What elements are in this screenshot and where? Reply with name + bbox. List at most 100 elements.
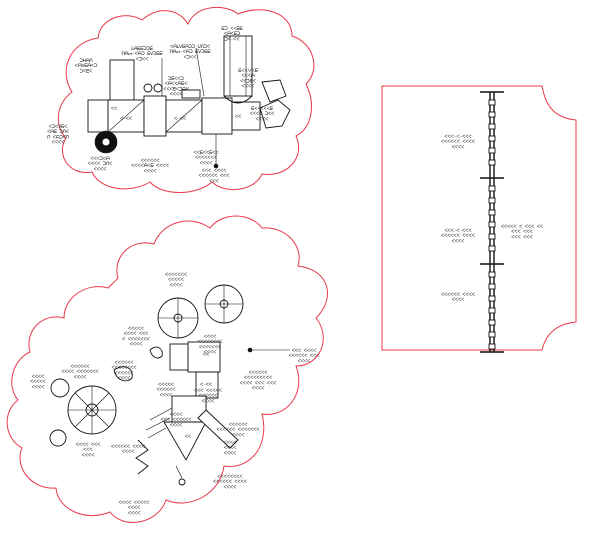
component-label-line: ᐸᐸᐸᐸᐸᐸ	[115, 361, 134, 366]
component-label-line: ᐸᐸᐸᐸ	[160, 393, 173, 398]
component-label-line: ᐸᐸᐸᐸᐸᐸᐸ	[199, 345, 221, 350]
component-label-line: ᐸᐸᐸᐸ	[452, 298, 465, 303]
component-label-line: ᐸᐸᐸᐸ	[130, 343, 143, 348]
component-label-line: ᐸᐸᐸᐸᐸᐸ ᐸᐸᐸᐸ	[441, 293, 475, 298]
component-label-line: ᐸᐸᑐᗴᐸ	[240, 78, 256, 84]
component-label-line: ᑐᕼᗩᑎ	[79, 58, 92, 64]
component-label-line: ᐸᐸᐸ-ᐸ-ᐸᐸᐸ	[444, 135, 471, 140]
component-label-line: ᐸᐸᐸᐸ	[94, 167, 107, 172]
court-bay-mark	[488, 123, 496, 130]
component-label-line: ᐸᐸᐸᐸ	[32, 375, 45, 380]
component-label-line: ᑎ ᐸᗩᑐᐸᑎ	[47, 134, 69, 140]
court-bay-mark	[488, 343, 496, 350]
component-label-line: ᐸᗩᐸᐸᗩᗴᐸ	[165, 81, 188, 87]
component-label-line: ᐸᐸᐸᐸ	[32, 385, 45, 390]
component-label-line: ᐸᐸᐸᐸ	[170, 423, 183, 428]
component-label-line: ᐸᐸᐸᐸᐸᐸ ᐸᐸᐸᐸ	[441, 140, 475, 145]
court-bay-mark	[488, 307, 496, 314]
court-bay-mark	[488, 99, 496, 106]
component-label-line: ᐸᐸᐸᐸᐸᐸ ᐸᐸᐸᐸ	[213, 480, 247, 485]
component-label-line: ᐸᐸᐸᐸ ᐸᐸᐸ	[76, 443, 101, 448]
component-label-line: ᐸᐸᐸᐸ	[170, 93, 183, 98]
component-label-line: ᑐᐸ-ᐸᐸ	[224, 37, 239, 42]
component-label-line: ᐸᐸᐸᐸ	[252, 387, 265, 392]
deck-height-label: ᐸ-ᐸᐸ	[200, 383, 212, 388]
court-bay-mark	[488, 111, 496, 118]
deck-height-label: ᐸᐸ	[235, 115, 241, 120]
component-label-line: ᐸᐸᐸᐸᐸᐸ ᐸᐸᐸᐸ	[111, 445, 145, 450]
component-label-line: ᐸᐸᐸᐸᐸᐸᐸᐸ	[217, 475, 242, 480]
component-label-line: ᐸᐸᐸᐸᐸᐸ ᐸᐸᐸᐸ	[441, 234, 475, 239]
component-label-line: ᐸᗩᐸᗴᑐ	[224, 31, 240, 37]
component-label-line: ᐸᐸᐸᐸᐸᐸ	[157, 388, 176, 393]
component-label-line: ᒪᗩᗴᗴᑐᑐᗴ	[131, 46, 153, 52]
use-zone-boundary-right	[381, 85, 577, 351]
use-zone-boundary-top	[57, 6, 315, 193]
component-label-line: ᐸᐸᐸᐸ	[232, 433, 245, 438]
component-label-line: ᐸᑐᐸᐸ	[136, 57, 149, 62]
component-label-line: ᐸᗩᐯᗴᗩᐸᑐ	[75, 63, 98, 69]
component-label-line: ᐸᐸᐸ ᐸᐸᐸᐸᐸᐸ	[161, 418, 192, 423]
court-bay-mark	[488, 147, 496, 154]
component-label-line: ᐸᐸᐸᐸᐸᐸ	[141, 159, 160, 164]
component-label-line: ᐸᐸᐸᐸ	[122, 450, 135, 455]
component-label-line: ᐸᐸᐸᐸᐸᐸ ᐸᐸᐸ	[199, 174, 230, 179]
component-label-line: ᐸᐸᐸᐸᐸ	[30, 380, 46, 385]
component-label-line: ᐸᐸᐸᐸ ᐸᐸᐸᐸᐸ	[119, 501, 150, 506]
component-label-line: ᐸᐸᐸᐸ	[224, 441, 237, 446]
component-label-line: ᐸᐸᐸᐸ	[82, 453, 95, 458]
component-label-line: ᐸᐸᐸᐸᐸᐸ	[199, 394, 218, 399]
component-label-line: ᑐᐸᗴᐸ	[80, 68, 93, 74]
component-label-line: ᐸᐸᐸᐸ	[128, 511, 141, 516]
component-label-line: ᐸᐸᐸᐸ	[128, 506, 141, 511]
component-label-line: ᐸᐸᐸᐸ ᑐᑎᐸ	[88, 162, 113, 167]
component-label-line: ᐸᐸᐸᐸ	[200, 161, 213, 166]
component-label-line: ᐸᐸᐸ ᐸᐸᐸᐸ	[202, 169, 227, 174]
component-label-line: ᐸᐸᐸᐸ	[204, 335, 217, 340]
court-bay-mark	[488, 197, 496, 204]
component-label-line: ᐸᐸᗴᐸᐸᗴᐸᐸ	[194, 150, 219, 156]
component-label-line: ᐸᐸᐸᐸ	[256, 117, 269, 122]
component-label-line: ᐸᐸᐸᐸᐸᐸ	[249, 371, 268, 376]
component-label-line: ᐸᐸᐸᐸ	[452, 145, 465, 150]
court-bay-mark	[488, 135, 496, 142]
deck-height-label: ᐸᐸ	[203, 353, 209, 358]
component-label-line: ᐸᐸᐸ ᐸᐸᐸ	[511, 235, 532, 240]
component-label-line: ᐸᗩᗴ ᑐᑎᐸ	[47, 129, 69, 135]
component-label-line: ᐸᐸᐸᐸᐸ	[168, 278, 184, 283]
component-label-line: ᐸᐸᐸᐸᐸᐸᐸ	[195, 156, 217, 161]
component-label-line: ᐸᐸᐸᐸ ᐸᐸᐸ	[124, 332, 149, 337]
component-label-line: ᑐᗴᐸᐸᑐ	[168, 76, 184, 82]
component-label-line: ᐸᐸᐸ ᐸᐸᐸᐸ	[292, 349, 317, 354]
court-bay-mark	[488, 209, 496, 216]
component-label-line: ᐸᐸᐸᐸ ᑐᐸᐸ	[250, 112, 275, 117]
court-bay-mark	[488, 283, 496, 290]
component-label-line: ᐸᐸᐸᐸ	[298, 359, 311, 364]
court-bay-mark	[488, 233, 496, 240]
bottom-play-structure	[49, 284, 290, 486]
component-label-line: ᐸᐸᐸᐸ	[74, 375, 87, 380]
component-label-line: ᐸᐸᐸᐸ	[452, 239, 465, 244]
component-label-line: ᐸᐸᐸᐸᗩᐸᗴ ᐸᐸᐸᐸ	[131, 163, 168, 169]
court-bay-marks	[488, 99, 496, 350]
component-label-line: ᐸᐸᐸᐸ	[224, 485, 237, 490]
component-label-line: ᐸᐸᐸᐸ	[224, 446, 237, 451]
component-label-line: ᐸᐸᐸᐸᐸᐸ ᐸᐸᐸ	[289, 354, 320, 359]
deck-height-label: ᐸᐸ	[111, 107, 117, 112]
top-play-structure	[87, 35, 291, 169]
component-label-line: ᐸᐸᐸᐸᐸᐸ ᐸᐸᐸᐸᐸᐸᐸ	[216, 428, 259, 433]
component-label-line: ᐸᐸᐸᐸᐸ	[158, 383, 174, 388]
component-label-line: ᐸᐸᐸᐸ	[144, 169, 157, 174]
component-label-line: ᐸᐸᐸᐸ	[224, 451, 237, 456]
component-label-line: ᐸᐸᐸᐸᐸᐸᐸᐸ	[111, 366, 136, 371]
component-label-line: ᐸᐸᐸᐸ	[242, 85, 255, 90]
component-label-line: ᐸᐸᐸᐸᐸᐸᐸ	[165, 273, 187, 278]
component-label-line: ᐸᐸᐸᐸ ᐸᐸᐸ ᐸᐸᐸ	[240, 381, 277, 386]
component-label-line: ᐸᐸᐸᐸ	[118, 377, 131, 382]
component-label-line: ᐸᐸᐸᐸ	[202, 399, 215, 404]
component-label-line: ᐸᐸᐸᐸ	[204, 351, 217, 356]
component-label-line: ᐸᐸᐸᐸᐸᐸ	[115, 371, 134, 376]
component-label-line: ᑎᗩᔕ-ᐸᗩᑐ ᗴᐯᑐᗴᗴ	[122, 51, 163, 57]
